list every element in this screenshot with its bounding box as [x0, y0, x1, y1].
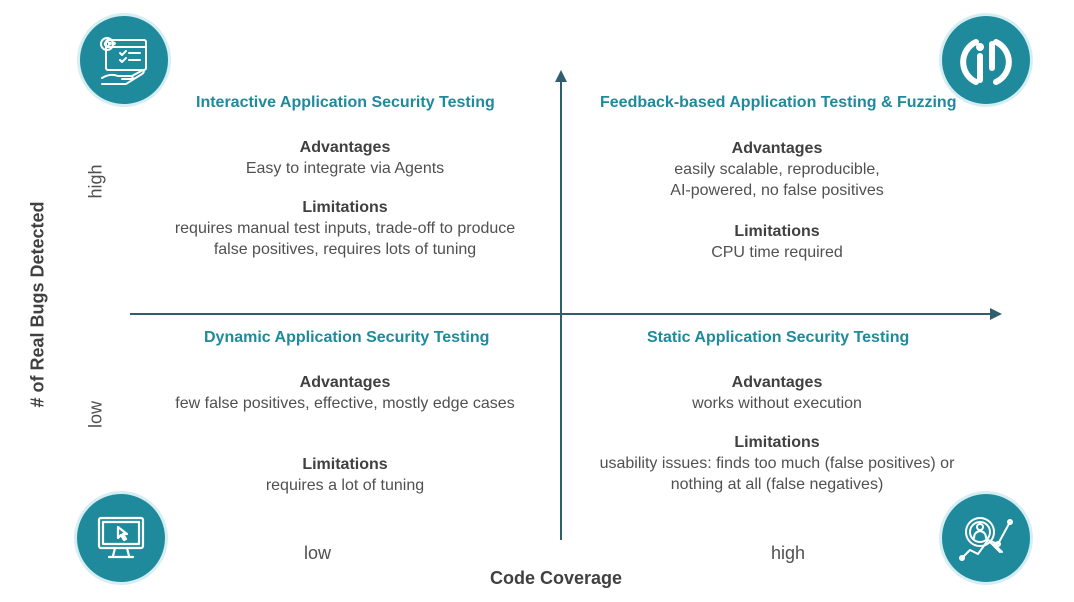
- x-axis-title: Code Coverage: [490, 568, 623, 588]
- advantages-heading: Advantages: [299, 374, 391, 391]
- advantage-line: few false positives, effective, mostly e…: [175, 395, 515, 412]
- gear-hand-window-icon: [80, 16, 168, 104]
- monitor-cursor-icon: [77, 494, 165, 582]
- y-axis-title: # of Real Bugs Detected: [27, 201, 48, 408]
- limitations-heading: Limitations: [734, 434, 820, 451]
- limitations-heading: Limitations: [302, 456, 388, 473]
- fuzzing-limitations: Limitations CPU time required: [577, 221, 977, 263]
- advantage-line: Easy to integrate via Agents: [245, 160, 445, 177]
- limitations-heading: Limitations: [734, 223, 820, 240]
- limitation-line: CPU time required: [711, 244, 843, 261]
- iast-advantages: Advantages Easy to integrate via Agents: [145, 137, 545, 179]
- magnifier-analytics-icon: [942, 494, 1030, 582]
- quadrant-title-fuzzing: Feedback-based Application Testing & Fuz…: [600, 94, 957, 111]
- limitation-line: requires manual test inputs, trade-off t…: [174, 220, 516, 237]
- sast-advantages: Advantages works without execution: [577, 372, 977, 414]
- advantage-line: works without execution: [692, 395, 862, 412]
- limitation-line: requires a lot of tuning: [265, 477, 425, 494]
- iast-limitations: Limitations requires manual test inputs,…: [145, 197, 545, 260]
- x-axis-low-label: low: [304, 543, 332, 563]
- advantages-heading: Advantages: [731, 374, 823, 391]
- advantage-line: AI-powered, no false positives: [670, 182, 884, 199]
- limitation-line: nothing at all (false negatives): [670, 476, 884, 493]
- limitations-heading: Limitations: [302, 199, 388, 216]
- dast-limitations: Limitations requires a lot of tuning: [145, 454, 545, 496]
- x-axis-high-label: high: [771, 543, 806, 563]
- advantage-line: easily scalable, reproducible,: [674, 161, 880, 178]
- quadrant-title-sast: Static Application Security Testing: [647, 329, 910, 346]
- fuzzing-advantages: Advantages easily scalable, reproducible…: [577, 138, 977, 201]
- limitation-line: false positives, requires lots of tuning: [213, 241, 477, 258]
- advantages-heading: Advantages: [731, 140, 823, 157]
- quadrant-title-dast: Dynamic Application Security Testing: [204, 329, 490, 346]
- y-axis-low-label: low: [85, 401, 106, 429]
- limitation-line: usability issues: finds too much (false …: [599, 455, 955, 472]
- y-axis-high-label: high: [85, 164, 106, 199]
- quadrant-title-iast: Interactive Application Security Testing: [196, 94, 495, 111]
- dast-advantages: Advantages few false positives, effectiv…: [145, 372, 545, 414]
- advantages-heading: Advantages: [299, 139, 391, 156]
- brand-logo-icon: [942, 16, 1030, 104]
- sast-limitations: Limitations usability issues: finds too …: [577, 432, 977, 495]
